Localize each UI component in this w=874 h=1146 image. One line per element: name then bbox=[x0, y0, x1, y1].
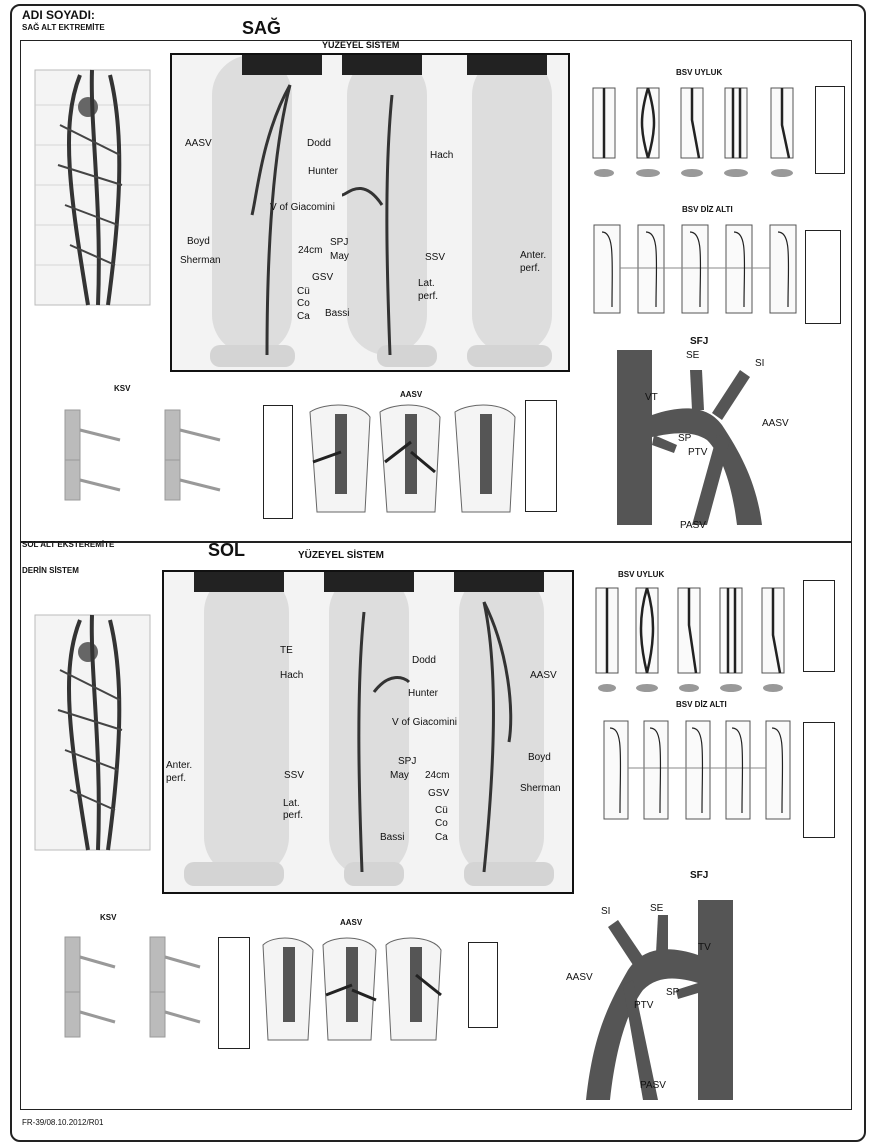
bsv-diz-answer-box-right[interactable] bbox=[805, 230, 841, 324]
sfj-ptv-right: PTV bbox=[688, 447, 707, 458]
bsv-uyluk-title-right: BSV UYLUK bbox=[676, 68, 722, 77]
label-hach-right: Hach bbox=[430, 150, 453, 161]
system-title-right: YÜZEYEL SİSTEM bbox=[322, 40, 399, 50]
right-side-title: SAĞ bbox=[242, 18, 281, 39]
aasv-title-right: AASV bbox=[400, 390, 422, 399]
label-may-right: May bbox=[330, 251, 349, 262]
label-24cm-right: 24cm bbox=[298, 245, 322, 256]
sfj-aasv-right: AASV bbox=[762, 418, 789, 429]
bsv-diz-diagrams-right bbox=[590, 222, 805, 322]
label-hunter-right: Hunter bbox=[308, 166, 338, 177]
sfj-title-right: SFJ bbox=[690, 336, 708, 347]
superficial-system-photo-right bbox=[170, 53, 570, 372]
bsv-uyluk-answer-box-right[interactable] bbox=[815, 86, 845, 174]
label-aasv-right: AASV bbox=[185, 138, 212, 149]
label-dodd-right: Dodd bbox=[307, 138, 331, 149]
left-section bbox=[20, 542, 852, 1110]
deep-system-diagram-right bbox=[30, 65, 155, 310]
ksv-title-right: KSV bbox=[114, 384, 130, 393]
ksv-answer-box-right[interactable] bbox=[263, 405, 293, 519]
aasv-diagrams-right bbox=[305, 402, 520, 522]
label-lat-right: Lat. bbox=[418, 278, 435, 289]
label-spj-right: SPJ bbox=[330, 237, 348, 248]
label-boyd-right: Boyd bbox=[187, 236, 210, 247]
sfj-diagram-right bbox=[612, 345, 802, 525]
label-gsv-right: GSV bbox=[312, 272, 333, 283]
right-extremity-title: SAĞ ALT EKTREMİTE bbox=[22, 23, 105, 32]
label-co-right: Co bbox=[297, 298, 310, 309]
sfj-se-right: SE bbox=[686, 350, 699, 361]
bsv-diz-title-right: BSV DİZ ALTI bbox=[682, 205, 733, 214]
aasv-answer-box-right[interactable] bbox=[525, 400, 557, 512]
sfj-vt-right: VT bbox=[645, 392, 658, 403]
label-giacomini-right: V of Giacomini bbox=[270, 202, 335, 213]
name-label: ADI SOYADI: bbox=[22, 8, 95, 22]
label-lat-perf-right: perf. bbox=[418, 291, 438, 302]
label-cu-right: Cü bbox=[297, 286, 310, 297]
label-anter-right: Anter. bbox=[520, 250, 546, 261]
sfj-sp-right: SP bbox=[678, 433, 691, 444]
sfj-si-right: SI bbox=[755, 358, 764, 369]
label-ssv-right: SSV bbox=[425, 252, 445, 263]
label-ca-right: Ca bbox=[297, 311, 310, 322]
sfj-pasv-right: PASV bbox=[680, 520, 706, 531]
ksv-diagrams-right bbox=[40, 405, 240, 505]
label-sherman-right: Sherman bbox=[180, 255, 221, 266]
bsv-uyluk-diagrams-right bbox=[585, 85, 815, 185]
form-code: FR-39/08.10.2012/R01 bbox=[22, 1118, 103, 1127]
label-anter-perf-right: perf. bbox=[520, 263, 540, 274]
label-bassi-right: Bassi bbox=[325, 308, 349, 319]
